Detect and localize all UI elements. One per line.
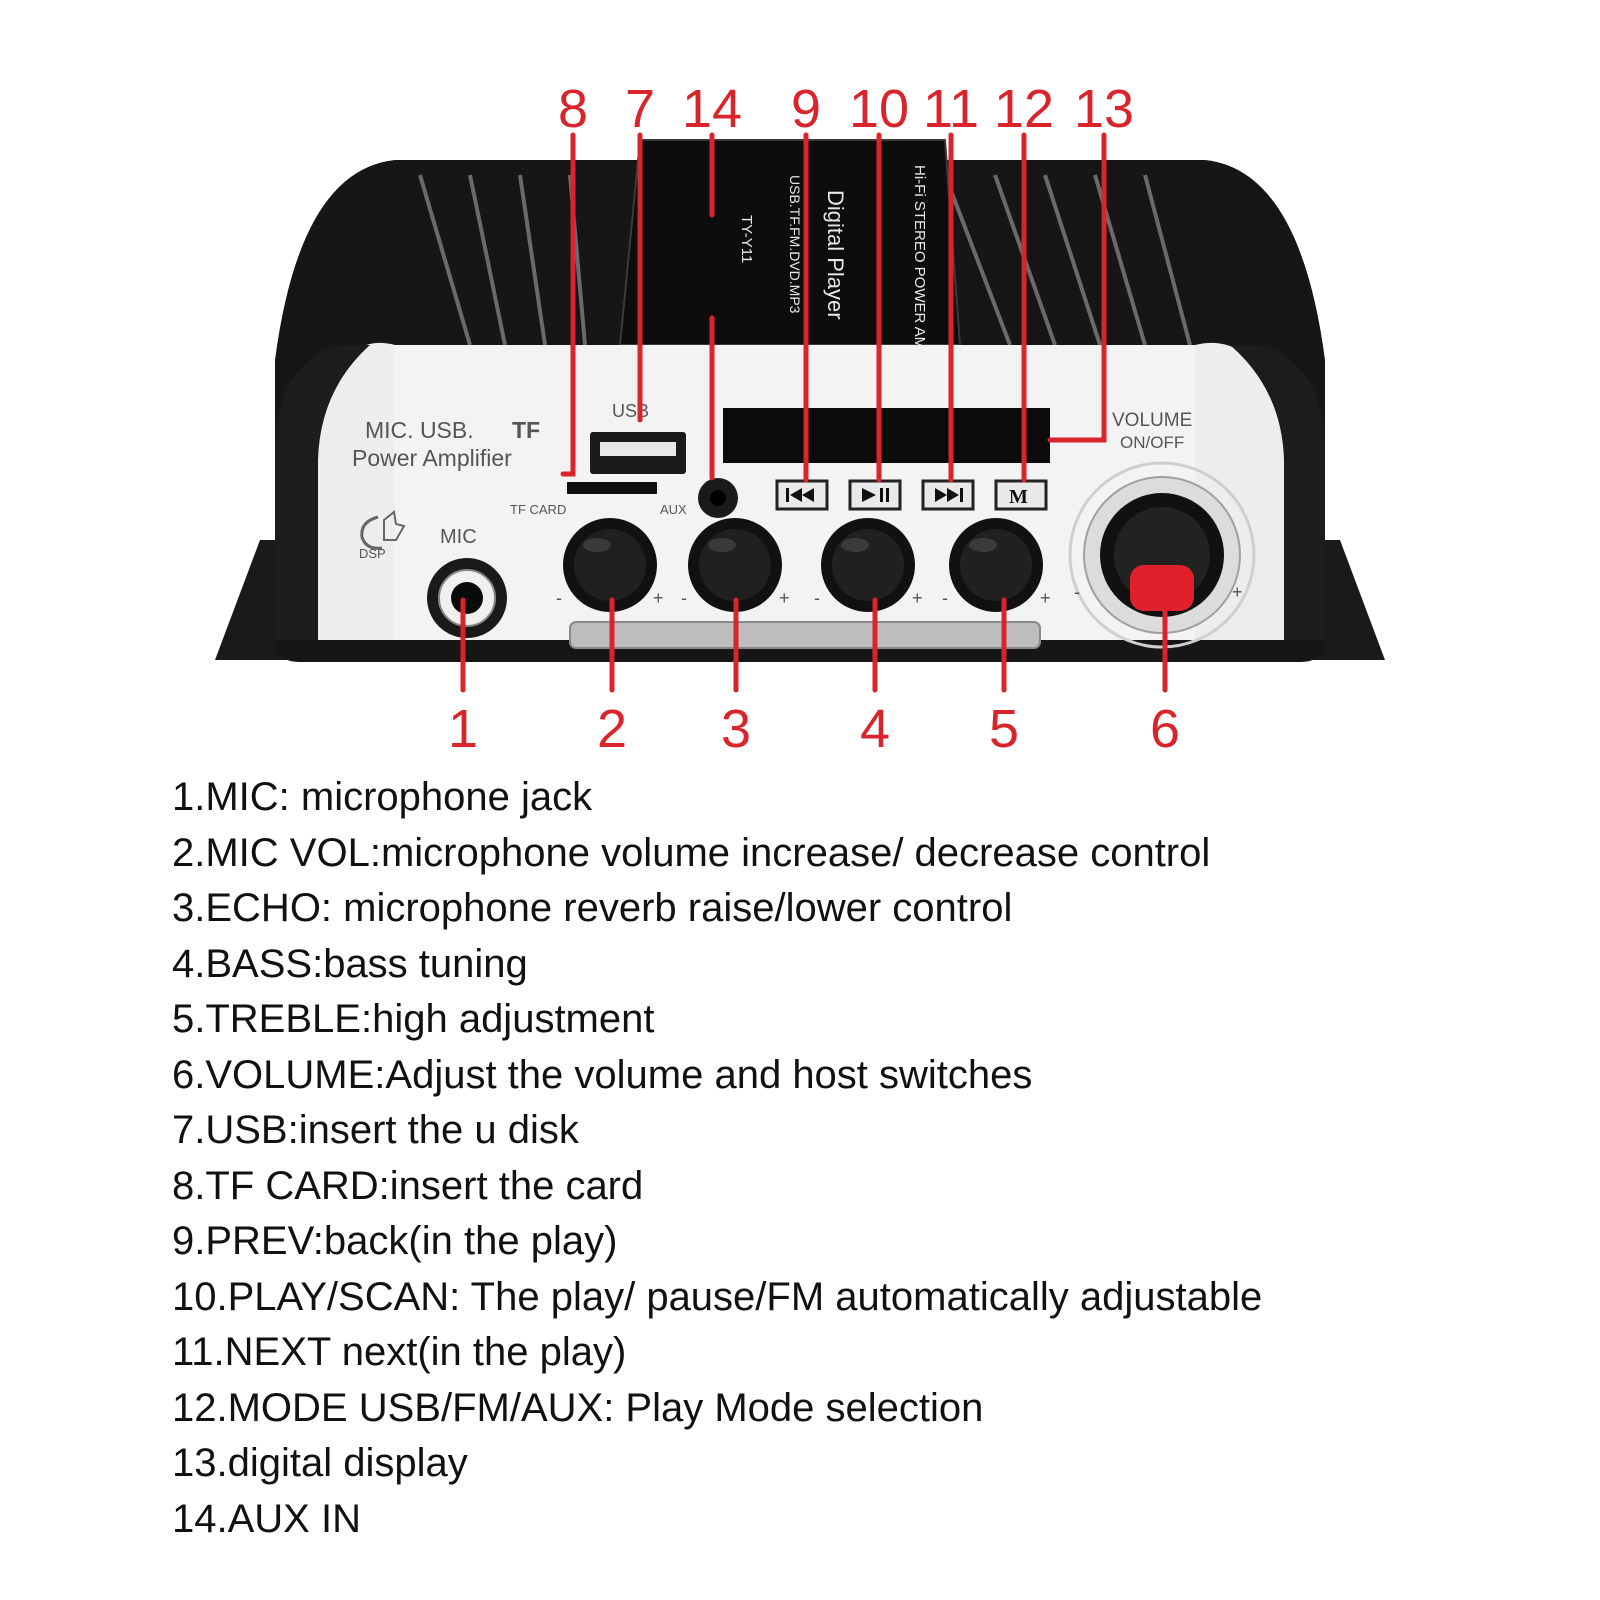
next-icon <box>935 488 947 502</box>
legend-item-display: 13.digital display <box>172 1441 468 1485</box>
legend-item-mic-vol: 2.MIC VOL:microphone volume increase/ de… <box>172 830 1211 875</box>
speaker-grille <box>569 621 1041 649</box>
treble-knob[interactable] <box>949 518 1043 612</box>
amplifier-diagram: TY-Y11 USB.TF.FM.DVD.MP3 Digital Player … <box>215 79 1385 759</box>
bass-minus: - <box>814 588 820 608</box>
mic-volume-minus: - <box>556 588 562 608</box>
top-label-player: Digital Player <box>823 190 848 320</box>
legend-item-echo: 3.ECHO: microphone reverb raise/lower co… <box>172 886 1013 930</box>
callout-2: 2 <box>597 699 627 759</box>
tf-card-label: TF CARD <box>510 502 566 517</box>
volume-plus: + <box>1232 582 1243 602</box>
mode-button[interactable]: M <box>994 479 1048 511</box>
callout-3: 3 <box>721 699 751 759</box>
callout-4: 4 <box>860 699 890 759</box>
callout-12: 12 <box>994 79 1054 139</box>
legend-item-prev: 9.PREV:back(in the play) <box>172 1219 618 1263</box>
play-pause-button[interactable] <box>848 479 902 511</box>
callout-1: 1 <box>448 699 478 759</box>
tf-card-slot[interactable] <box>567 482 657 494</box>
callout-13: 13 <box>1074 79 1134 139</box>
aux-label: AUX <box>660 502 687 517</box>
panel-title-tf: TF <box>512 417 540 443</box>
digital-display <box>723 408 1050 463</box>
legend-item-mode: 12.MODE USB/FM/AUX: Play Mode selection <box>172 1385 984 1430</box>
microphone-jack[interactable] <box>427 558 507 638</box>
bass-plus: + <box>912 588 923 608</box>
callout-leader-lines <box>460 132 1168 693</box>
panel-title-line1: MIC. USB. <box>365 417 474 443</box>
top-label-formats: USB.TF.FM.DVD.MP3 <box>787 175 803 314</box>
mode-button-glyph: M <box>1009 486 1028 508</box>
prev-icon <box>790 488 802 502</box>
volume-minus: - <box>1074 582 1080 602</box>
dsp-logo-icon <box>360 510 406 550</box>
echo-minus: - <box>681 588 687 608</box>
prev-button[interactable] <box>775 479 829 511</box>
right-rubber-corner <box>1230 345 1325 640</box>
onoff-label: ON/OFF <box>1120 433 1184 452</box>
mic-volume-knob[interactable] <box>563 518 657 612</box>
bass-knob[interactable] <box>821 518 915 612</box>
dsp-label: DSP <box>359 546 386 561</box>
echo-knob[interactable] <box>688 518 782 612</box>
callout-14: 14 <box>682 79 742 139</box>
left-rubber-corner <box>275 345 370 640</box>
legend-item-aux-in: 14.AUX IN <box>172 1496 361 1541</box>
legend-list: 1.MIC: microphone jack 2.MIC VOL:microph… <box>172 770 1262 1547</box>
panel-title-line2: Power Amplifier <box>352 445 512 471</box>
left-panel-bracket <box>315 342 395 640</box>
top-label-model: TY-Y11 <box>738 215 755 263</box>
aux-jack[interactable] <box>698 478 738 518</box>
usb-port[interactable] <box>590 432 686 474</box>
callout-7: 7 <box>625 79 655 139</box>
callout-10: 10 <box>849 79 909 139</box>
callout-11: 11 <box>923 79 979 139</box>
power-button[interactable] <box>1130 565 1194 611</box>
legend-item-tf-card: 8.TF CARD:insert the card <box>172 1163 644 1208</box>
usb-label: USB <box>612 401 649 421</box>
legend-item-treble: 5.TREBLE:high adjustment <box>172 997 655 1041</box>
treble-plus: + <box>1040 588 1051 608</box>
treble-minus: - <box>942 588 948 608</box>
play-pause-icon <box>862 488 876 502</box>
echo-plus: + <box>779 588 790 608</box>
next-button[interactable] <box>921 479 975 511</box>
mic-volume-plus: + <box>653 588 664 608</box>
legend-item-mic: 1.MIC: microphone jack <box>172 775 593 819</box>
callout-9: 9 <box>791 79 821 139</box>
legend-item-next: 11.NEXT next(in the play) <box>172 1330 627 1374</box>
callout-8: 8 <box>558 79 588 139</box>
legend-item-bass: 4.BASS:bass tuning <box>172 941 528 986</box>
mic-label: MIC <box>440 526 477 548</box>
volume-label: VOLUME <box>1112 410 1192 431</box>
legend-item-play-scan: 10.PLAY/SCAN: The play/ pause/FM automat… <box>172 1274 1263 1319</box>
volume-knob[interactable] <box>1068 461 1256 649</box>
legend-item-volume: 6.VOLUME:Adjust the volume and host swit… <box>172 1052 1033 1097</box>
callout-5: 5 <box>989 699 1019 759</box>
legend-item-usb: 7.USB:insert the u disk <box>172 1108 579 1152</box>
callout-6: 6 <box>1150 699 1180 759</box>
